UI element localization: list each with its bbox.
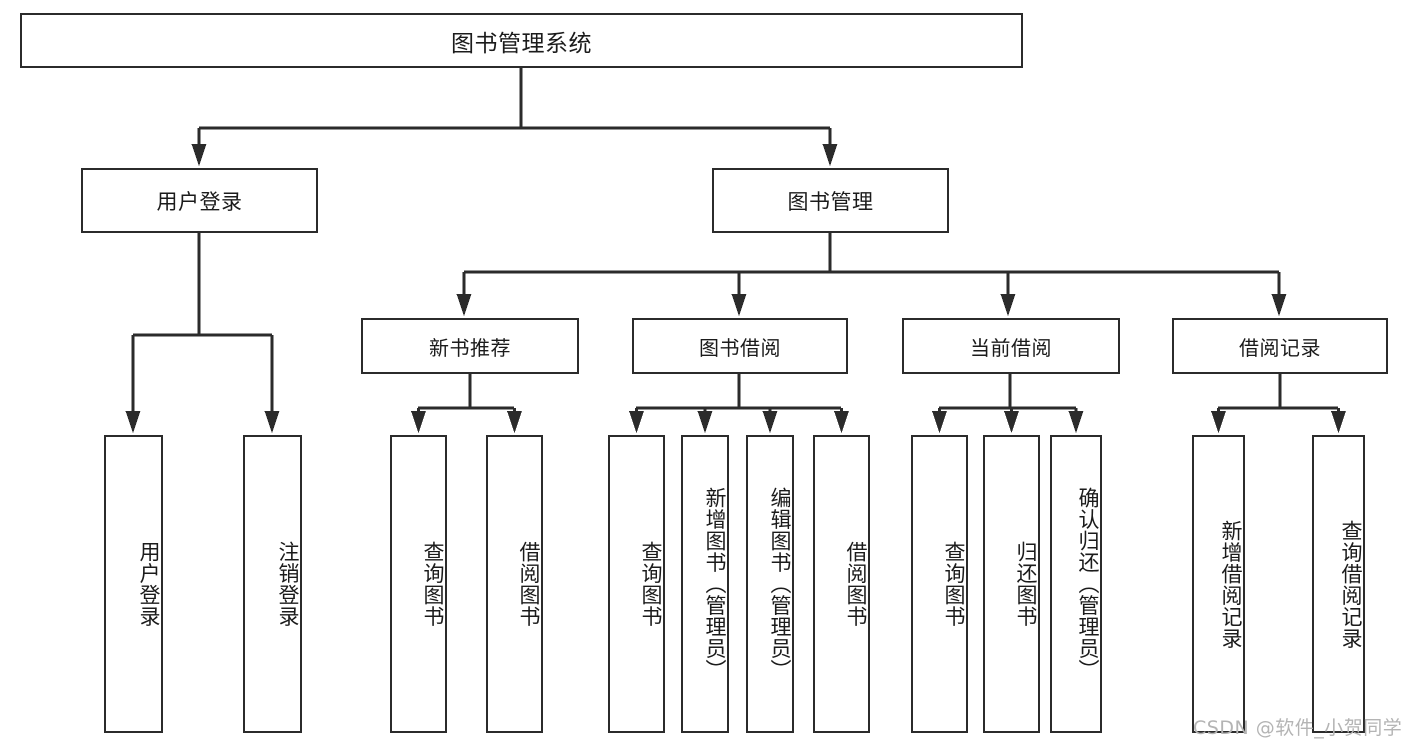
node-current-borrow[interactable]: 当前借阅 bbox=[902, 318, 1120, 374]
node-borrow-record-label: 借阅记录 bbox=[1239, 335, 1321, 360]
node-leaf-query-book-1[interactable]: 查询图书 bbox=[390, 435, 447, 733]
connector-leaf-arrow-5-head bbox=[697, 411, 713, 433]
node-leaf-query-book-1-label: 查询图书 bbox=[421, 541, 445, 627]
node-leaf-add-borrow-record[interactable]: 新增借阅记录 bbox=[1192, 435, 1245, 733]
connector-user-login-arrow-1-head bbox=[264, 411, 280, 433]
node-new-book-recommend-label: 新书推荐 bbox=[429, 335, 511, 360]
node-leaf-add-borrow-record-label: 新增借阅记录 bbox=[1219, 519, 1243, 649]
connector-leaf-arrow-12-head bbox=[1331, 411, 1346, 433]
connector-book-mgmt-arrow-3-head bbox=[1271, 294, 1287, 316]
node-leaf-user-login[interactable]: 用户登录 bbox=[104, 435, 163, 733]
node-book-management[interactable]: 图书管理 bbox=[712, 168, 949, 233]
node-leaf-query-book-3-label: 查询图书 bbox=[942, 541, 966, 627]
node-leaf-logout-login[interactable]: 注销登录 bbox=[243, 435, 302, 733]
node-current-borrow-label: 当前借阅 bbox=[970, 335, 1052, 360]
node-leaf-edit-book-admin-label: 编辑图书（管理员） bbox=[768, 487, 792, 681]
node-book-management-label: 图书管理 bbox=[787, 189, 874, 214]
node-leaf-borrow-book-2[interactable]: 借阅图书 bbox=[813, 435, 870, 733]
node-leaf-return-book-label: 归还图书 bbox=[1014, 541, 1038, 627]
node-root-system-label: 图书管理系统 bbox=[451, 30, 592, 57]
node-leaf-query-borrow-record[interactable]: 查询借阅记录 bbox=[1312, 435, 1365, 733]
node-leaf-confirm-return-admin-label: 确认归还（管理员） bbox=[1076, 487, 1100, 681]
connector-book-mgmt-arrow-2-head bbox=[1000, 294, 1016, 316]
node-leaf-query-book-3[interactable]: 查询图书 bbox=[911, 435, 968, 733]
connector-book-mgmt-arrow-1-head bbox=[731, 294, 747, 316]
node-borrow-record[interactable]: 借阅记录 bbox=[1172, 318, 1388, 374]
node-leaf-edit-book-admin[interactable]: 编辑图书（管理员） bbox=[746, 435, 794, 733]
connector-book-mgmt-arrow-0-head bbox=[456, 294, 472, 316]
connector-leaf-arrow-4-head bbox=[629, 411, 644, 433]
node-leaf-query-book-2[interactable]: 查询图书 bbox=[608, 435, 665, 733]
connector-leaf-arrow-7-head bbox=[834, 411, 849, 433]
node-leaf-borrow-book-1[interactable]: 借阅图书 bbox=[486, 435, 543, 733]
node-leaf-add-book-admin-label: 新增图书（管理员） bbox=[703, 487, 727, 681]
connector-leaf-arrow-11-head bbox=[1211, 411, 1226, 433]
node-root-system[interactable]: 图书管理系统 bbox=[20, 13, 1023, 68]
node-leaf-borrow-book-2-label: 借阅图书 bbox=[844, 541, 868, 627]
connector-user-login-arrow-0-head bbox=[125, 411, 141, 433]
connector-leaf-arrow-6-head bbox=[762, 411, 778, 433]
node-leaf-add-book-admin[interactable]: 新增图书（管理员） bbox=[681, 435, 729, 733]
connector-root-arrow-1-head bbox=[822, 144, 838, 166]
node-book-borrow[interactable]: 图书借阅 bbox=[632, 318, 848, 374]
node-leaf-user-login-label: 用户登录 bbox=[137, 541, 161, 627]
node-leaf-query-book-2-label: 查询图书 bbox=[639, 541, 663, 627]
node-new-book-recommend[interactable]: 新书推荐 bbox=[361, 318, 579, 374]
connector-leaf-arrow-9-head bbox=[1004, 411, 1019, 433]
node-leaf-borrow-book-1-label: 借阅图书 bbox=[517, 541, 541, 627]
connector-leaf-arrow-3-head bbox=[507, 411, 522, 433]
connector-leaf-arrow-10-head bbox=[1068, 411, 1084, 433]
node-leaf-logout-login-label: 注销登录 bbox=[276, 541, 300, 627]
node-leaf-return-book[interactable]: 归还图书 bbox=[983, 435, 1040, 733]
connector-leaf-arrow-2-head bbox=[411, 411, 426, 433]
node-leaf-confirm-return-admin[interactable]: 确认归还（管理员） bbox=[1050, 435, 1102, 733]
node-user-login-label: 用户登录 bbox=[156, 189, 243, 214]
connector-leaf-arrow-8-head bbox=[932, 411, 947, 433]
node-user-login[interactable]: 用户登录 bbox=[81, 168, 318, 233]
connector-root-arrow-0-head bbox=[191, 144, 207, 166]
node-leaf-query-borrow-record-label: 查询借阅记录 bbox=[1339, 519, 1363, 649]
node-book-borrow-label: 图书借阅 bbox=[699, 335, 781, 360]
